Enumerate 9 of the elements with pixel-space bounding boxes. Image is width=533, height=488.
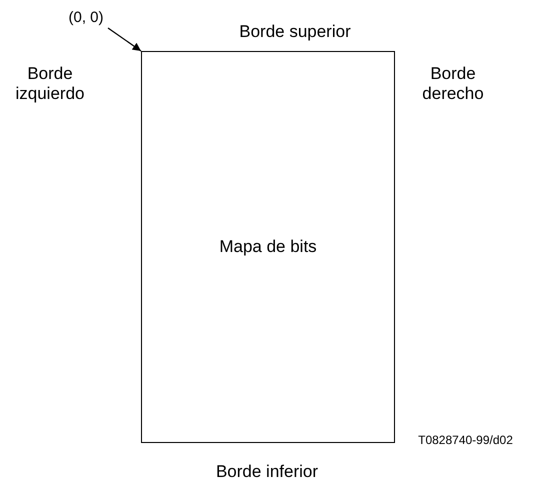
bitmap-rectangle: [141, 51, 395, 443]
coordinate-label: (0, 0): [62, 8, 110, 28]
side-label: Borde superior: [238, 22, 352, 42]
bitmap-label: Mapa de bits: [219, 237, 317, 257]
figure-code: T0828740-99/d02: [417, 432, 514, 449]
side-label: Borde izquierdo: [14, 64, 86, 104]
side-label: Borde inferior: [214, 462, 320, 482]
leader-arrow: [108, 28, 142, 52]
side-label: Borde derecho: [421, 64, 485, 104]
